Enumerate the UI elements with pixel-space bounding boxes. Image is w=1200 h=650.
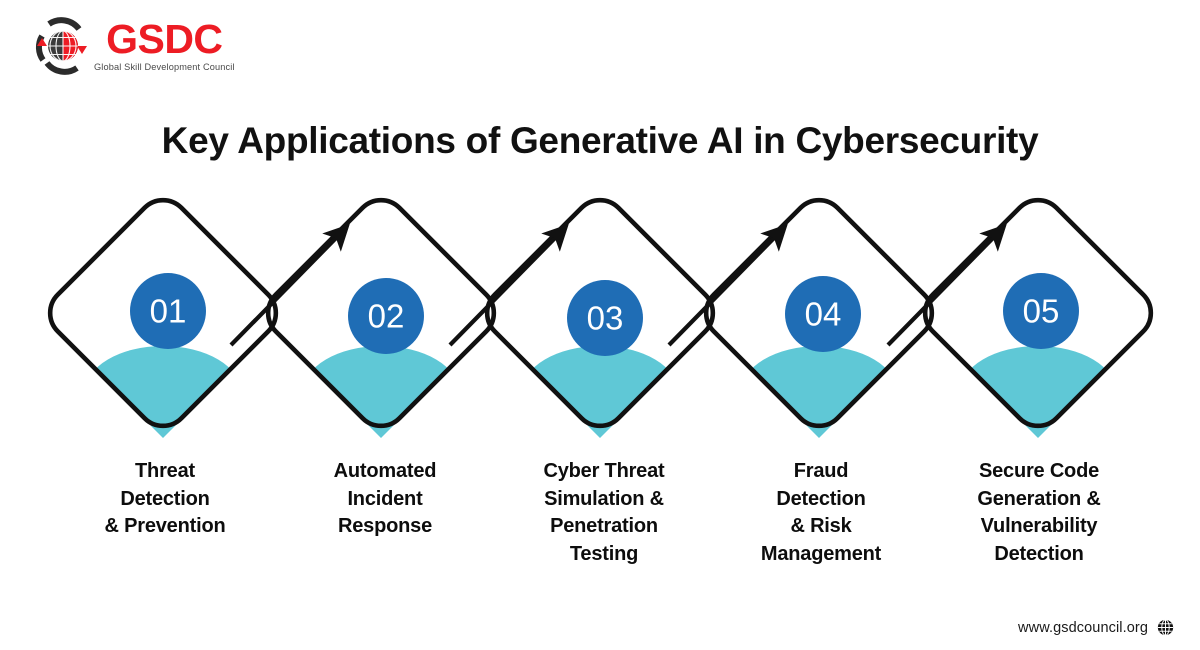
process-diagram: 01 02 03 04 05 (0, 180, 1200, 450)
brand-name: GSDC (106, 16, 223, 62)
diamond-shape-4[interactable] (695, 189, 942, 436)
brand-logo: GSDC Global Skill Development Council (34, 16, 235, 76)
step-badge-4[interactable]: 04 (785, 276, 861, 352)
diamond-shape-1[interactable] (39, 189, 286, 436)
step-badge-5[interactable]: 05 (1003, 273, 1079, 349)
step-number-2: 02 (368, 298, 405, 335)
brand-tagline: Global Skill Development Council (94, 62, 235, 72)
step-badge-2[interactable]: 02 (348, 278, 424, 354)
globe-icon (1157, 619, 1174, 636)
step-number-1: 01 (150, 293, 187, 330)
step-number-3: 03 (587, 300, 624, 337)
step-badges: 01 02 03 04 05 (130, 273, 1079, 356)
footer: www.gsdcouncil.org (1018, 619, 1174, 636)
globe-arrows-icon (35, 17, 87, 75)
step-number-5: 05 (1023, 293, 1060, 330)
step-badge-3[interactable]: 03 (567, 280, 643, 356)
connector-arrow-3 (667, 224, 788, 347)
connector-arrow-4 (886, 224, 1007, 347)
step-number-4: 04 (805, 296, 842, 333)
page-title: Key Applications of Generative AI in Cyb… (161, 120, 1039, 161)
connector-arrow-2 (448, 224, 569, 347)
diamond-shape-2[interactable] (257, 189, 504, 436)
diamond-shape-3[interactable] (476, 189, 723, 436)
connector-arrow-1 (229, 224, 350, 347)
diamond-shape-5[interactable] (914, 189, 1161, 436)
diamond-chain-svg: 01 02 03 04 05 (39, 189, 1161, 438)
website-url[interactable]: www.gsdcouncil.org (1018, 619, 1148, 636)
brand-wordmark: GSDC Global Skill Development Council (94, 16, 235, 72)
step-badge-1[interactable]: 01 (130, 273, 206, 349)
